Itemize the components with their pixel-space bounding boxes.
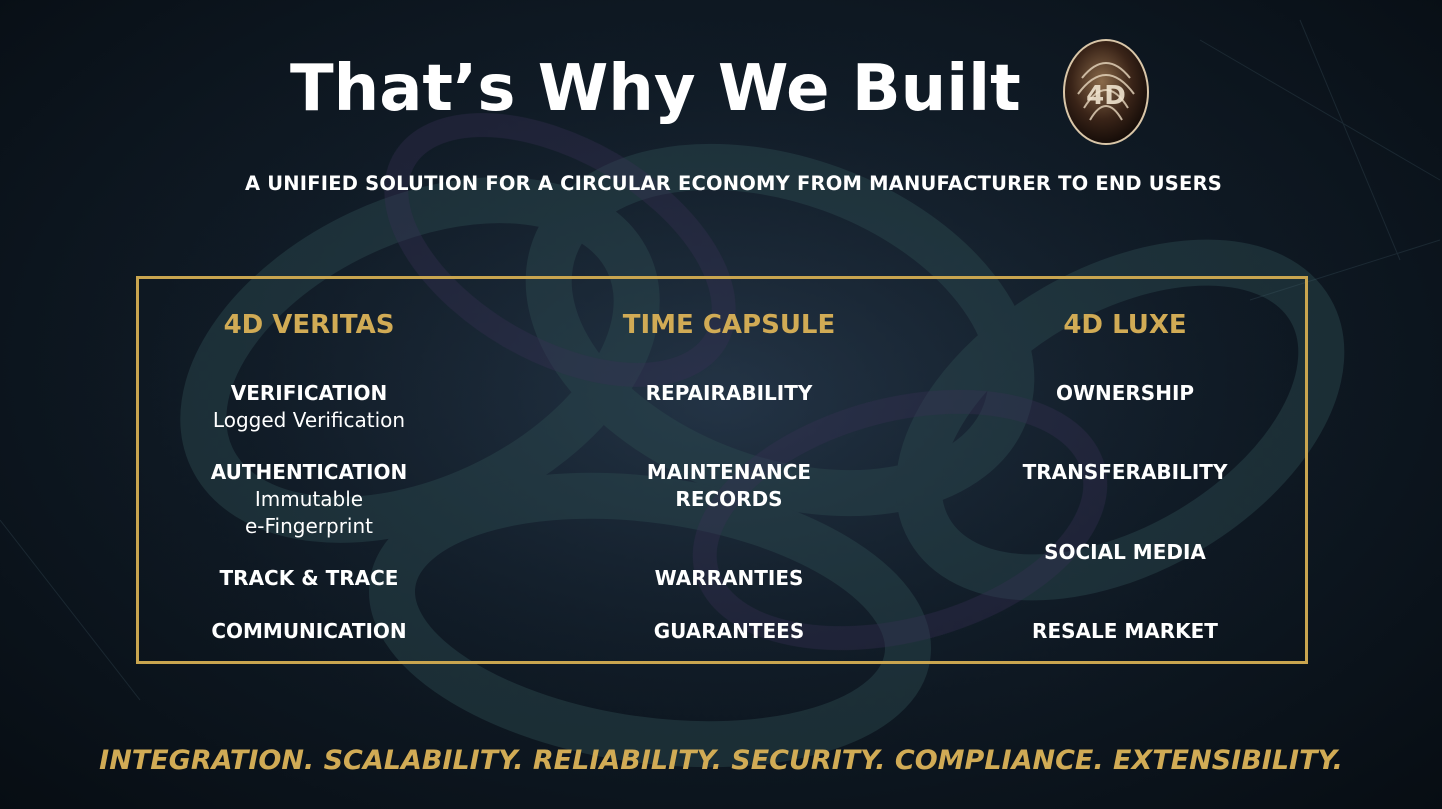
feature-item: GUARANTEES <box>529 618 929 645</box>
features-panel <box>136 276 1308 664</box>
page-title: That’s Why We Built <box>290 52 1021 126</box>
feature-item: WARRANTIES <box>529 565 929 592</box>
feature-label: WARRANTIES <box>654 566 804 590</box>
feature-label: MAINTENANCE RECORDS <box>646 460 812 511</box>
feature-label: REPAIRABILITY <box>645 381 813 405</box>
feature-item: AUTHENTICATION Immutable e-Fingerprint <box>109 459 509 540</box>
feature-item: COMMUNICATION <box>109 618 509 645</box>
feature-label: OWNERSHIP <box>1055 381 1195 405</box>
feature-item: RESALE MARKET <box>925 618 1325 645</box>
column-title-time-capsule: TIME CAPSULE <box>622 310 836 340</box>
feature-item: OWNERSHIP <box>925 380 1325 407</box>
feature-label: SOCIAL MEDIA <box>1044 540 1206 564</box>
feature-label: VERIFICATION <box>230 381 388 405</box>
feature-item: TRACK & TRACE <box>109 565 509 592</box>
column-title-veritas: 4D VERITAS <box>223 310 395 340</box>
svg-text:4D: 4D <box>1086 81 1126 111</box>
feature-item: SOCIAL MEDIA <box>925 539 1325 566</box>
feature-detail: Logged Verification <box>212 408 406 432</box>
feature-item: REPAIRABILITY <box>529 380 929 407</box>
column-title-luxe: 4D LUXE <box>1063 310 1187 340</box>
feature-item: TRANSFERABILITY <box>925 459 1325 486</box>
feature-label: RESALE MARKET <box>1032 619 1218 643</box>
feature-label: COMMUNICATION <box>211 619 407 643</box>
footer-tagline: INTEGRATION. SCALABILITY. RELIABILITY. S… <box>99 745 1343 776</box>
feature-label: GUARANTEES <box>653 619 805 643</box>
feature-item: MAINTENANCE RECORDS <box>529 459 929 513</box>
fingerprint-4d-logo-icon: 4D <box>1063 39 1149 145</box>
feature-detail: Immutable e-Fingerprint <box>244 487 374 538</box>
subtitle: A UNIFIED SOLUTION FOR A CIRCULAR ECONOM… <box>244 172 1223 195</box>
feature-label: TRANSFERABILITY <box>1022 460 1228 484</box>
feature-label: TRACK & TRACE <box>219 566 399 590</box>
feature-label: AUTHENTICATION <box>210 460 408 484</box>
feature-item: VERIFICATION Logged Verification <box>109 380 509 434</box>
